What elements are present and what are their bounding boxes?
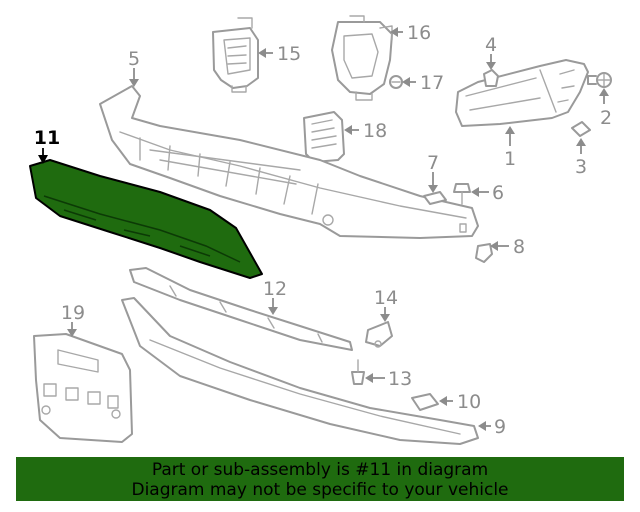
banner-line-1: Part or sub-assembly is #11 in diagram: [151, 460, 489, 480]
callout-9: 9: [494, 416, 506, 438]
parts-diagram: 1 2 3 4 5 6 7 8 9 10 11 12 13 14 15 16 1…: [29, 15, 612, 445]
callout-17: 17: [420, 72, 444, 94]
part-7-clip: [423, 191, 447, 205]
part-19-plate-bracket: [33, 333, 133, 443]
callout-19: 19: [61, 302, 85, 324]
callout-4: 4: [485, 34, 497, 56]
callout-2: 2: [600, 107, 612, 129]
callout-10: 10: [457, 391, 481, 413]
callout-1: 1: [504, 148, 516, 170]
part-6-bolt: [453, 183, 471, 205]
callout-6: 6: [492, 182, 504, 204]
part-2-screw: [587, 72, 612, 88]
part-5-fascia-support: [99, 85, 479, 239]
callout-16: 16: [407, 22, 431, 44]
part-8-clip: [475, 243, 493, 263]
part-14-bracket: [365, 321, 393, 348]
callout-8: 8: [513, 236, 525, 258]
part-16-bracket: [331, 15, 393, 101]
callout-7: 7: [427, 152, 439, 174]
callout-12: 12: [263, 278, 287, 300]
part-12-reinforcement: [129, 267, 353, 351]
leader-lines: [38, 27, 609, 431]
part-15-bracket: [212, 17, 259, 93]
part-9-skid-plate: [121, 297, 479, 445]
callout-labels: 1 2 3 4 5 6 7 8 9 10 11 12 13 14 15 16 1…: [34, 22, 612, 438]
callout-11: 11: [34, 127, 60, 149]
callout-5: 5: [128, 48, 140, 70]
info-banner: Part or sub-assembly is #11 in diagram D…: [16, 457, 624, 501]
part-18-grille: [303, 111, 345, 163]
part-4-nut: [483, 69, 499, 87]
callout-3: 3: [575, 156, 587, 178]
part-13-bolt: [351, 359, 365, 385]
callout-13: 13: [388, 368, 412, 390]
callout-18: 18: [363, 120, 387, 142]
part-11-lower-fascia: [29, 159, 263, 279]
banner-line-2: Diagram may not be specific to your vehi…: [131, 480, 509, 500]
part-10-clip: [411, 393, 439, 411]
callout-15: 15: [277, 43, 301, 65]
callout-14: 14: [374, 287, 398, 309]
part-17-clip: [389, 75, 403, 89]
part-1-end-cap: [455, 59, 589, 127]
part-3-clip: [571, 121, 591, 137]
